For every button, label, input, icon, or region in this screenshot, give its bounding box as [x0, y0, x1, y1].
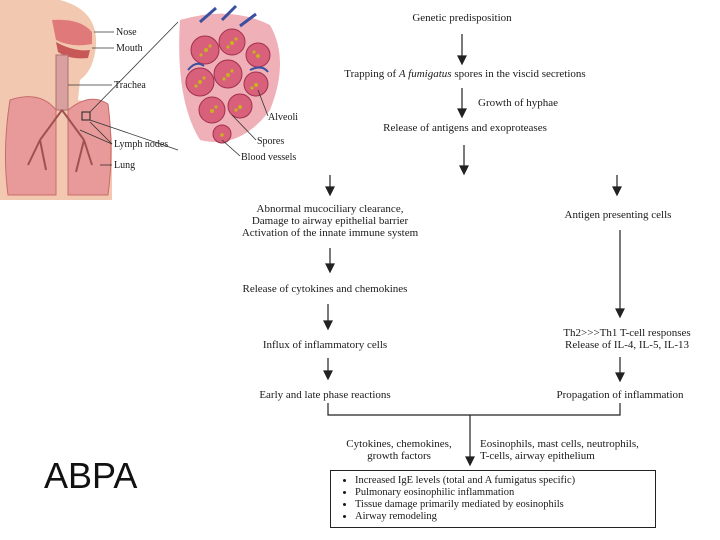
outcomes-box: Increased IgE levels (total and A fumiga…: [330, 470, 656, 528]
node-propagation: Propagation of inflammation: [556, 389, 684, 401]
outcome-item: Increased IgE levels (total and A fumiga…: [355, 475, 645, 487]
node-cytokines-factors-a: Cytokines, chemokines,: [346, 438, 452, 450]
node-antigen-presenting: Antigen presenting cells: [564, 209, 672, 221]
outcome-item: Tissue damage primarily mediated by eosi…: [355, 499, 645, 511]
node-trapping-text: Trapping of: [344, 68, 399, 80]
label-blood-vessels: Blood vessels: [241, 152, 297, 163]
outcome-item: Pulmonary eosinophilic inflammation: [355, 487, 645, 499]
node-trapping: Trapping of A fumigatus spores in the vi…: [310, 68, 620, 80]
label-lymph-nodes: Lymph nodes: [114, 139, 169, 150]
slide-title: ABPA: [44, 455, 138, 496]
node-effector-cells-a: Eosinophils, mast cells, neutrophils,: [480, 438, 639, 450]
node-release-cytokines: Release of cytokines and chemokines: [242, 283, 408, 295]
node-genetic-predisposition: Genetic predisposition: [412, 12, 512, 24]
label-trachea: Trachea: [114, 80, 146, 91]
alveoli-cluster: [179, 4, 280, 144]
node-th2-responses: Th2>>>Th1 T-cell responses: [563, 327, 691, 339]
label-alveoli: Alveoli: [268, 112, 298, 123]
zoom-line: [89, 21, 179, 113]
node-early-late-reactions: Early and late phase reactions: [259, 389, 391, 401]
node-left-1a: Abnormal mucociliary clearance,: [256, 203, 404, 215]
node-influx-cells: Influx of inflammatory cells: [262, 339, 388, 351]
zoom-line: [89, 119, 179, 151]
label-spores: Spores: [257, 136, 285, 147]
outcomes-list: Increased IgE levels (total and A fumiga…: [341, 475, 645, 523]
label-mouth: Mouth: [116, 43, 143, 54]
node-trapping-text-end: spores in the viscid secretions: [451, 68, 586, 80]
node-release-antigens: Release of antigens and exoproteases: [383, 122, 547, 134]
outcome-item: Airway remodeling: [355, 511, 645, 523]
label-nose: Nose: [116, 27, 137, 38]
respiratory-system-figure: [0, 0, 112, 200]
node-growth-hyphae: Growth of hyphae: [478, 97, 559, 109]
node-trapping-organism: A fumigatus: [398, 68, 452, 80]
flow-arrows: [323, 34, 625, 467]
node-left-1c: Activation of the innate immune system: [241, 227, 419, 239]
node-left-1b: Damage to airway epithelial barrier: [251, 215, 409, 227]
node-cytokines-factors-b: growth factors: [367, 450, 431, 462]
label-lung: Lung: [114, 160, 136, 171]
node-effector-cells-b: T-cells, airway epithelium: [480, 450, 595, 462]
node-il-release: Release of IL-4, IL-5, IL-13: [564, 339, 689, 351]
